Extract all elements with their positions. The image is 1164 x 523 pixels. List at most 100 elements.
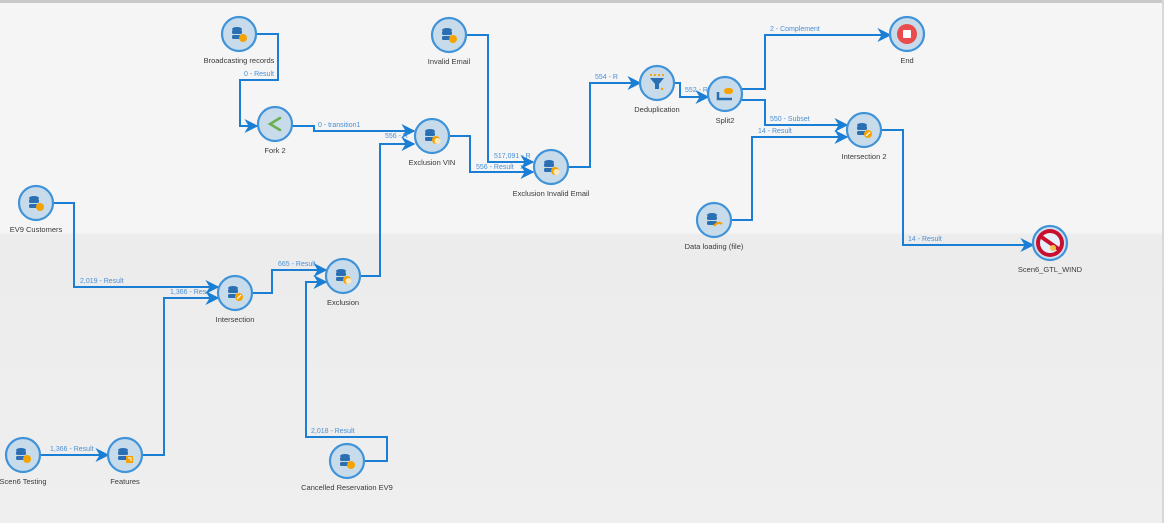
edge-line[interactable] (674, 82, 710, 104)
edge-line[interactable] (239, 33, 279, 133)
edge-label: 14 - Result (908, 236, 942, 243)
node-broadcasting-records[interactable]: Broadcasting records (204, 15, 275, 65)
exclusion-icon (544, 160, 560, 175)
edge-line[interactable] (360, 137, 416, 277)
node-label: Fork 2 (264, 146, 285, 155)
edge-label: 550 - Subset (770, 116, 810, 123)
node-label: Deduplication (634, 105, 679, 114)
exclusion-icon (336, 269, 352, 284)
edge-line[interactable] (568, 76, 642, 168)
edge-label: 2,019 - Result (80, 278, 124, 285)
node-circle[interactable] (256, 105, 294, 143)
query-icon (29, 196, 44, 211)
node-exclusion-vin[interactable]: Exclusion VIN (409, 117, 456, 167)
node-label: Exclusion VIN (409, 158, 456, 167)
edge-ev9-customers-to-intersection[interactable]: 2,019 - Result (53, 202, 220, 294)
edge-line[interactable] (252, 263, 328, 294)
split-icon (716, 88, 733, 101)
node-label: Features (110, 477, 140, 486)
node-label: Exclusion Invalid Email (513, 189, 590, 198)
node-label: Exclusion (327, 298, 359, 307)
edge-line[interactable] (305, 275, 388, 462)
edge-scen6-testing-to-features[interactable]: 1,366 - Result (40, 446, 110, 462)
node-data-loading-file[interactable]: Data loading (file) (685, 201, 744, 251)
edge-invalid-email-to-exclusion-invalid-email[interactable]: 517,091 - R (466, 34, 535, 169)
edge-line[interactable] (731, 130, 849, 221)
edge-label: 517,091 - R (494, 153, 531, 160)
edge-line[interactable] (292, 124, 416, 138)
edge-label: 2,018 - Result (311, 428, 355, 435)
edge-line[interactable] (449, 135, 535, 179)
query-icon (16, 448, 31, 463)
node-label: Scen6_GTL_WIND (1018, 265, 1083, 274)
query-icon (232, 27, 247, 42)
edge-label: 0 - transition1 (318, 122, 361, 129)
node-exclusion[interactable]: Exclusion (324, 257, 362, 307)
edge-label: 2 - Complement (770, 26, 820, 33)
edge-cancelled-reservation-ev9-to-exclusion[interactable]: 2,018 - Result (305, 275, 388, 462)
intersection-icon (228, 286, 243, 301)
node-exclusion-invalid-email[interactable]: Exclusion Invalid Email (513, 148, 590, 198)
edge-label: 556 - R (385, 133, 408, 140)
edge-line[interactable] (466, 34, 535, 169)
end-icon (897, 24, 917, 44)
edge-data-loading-file-to-intersection-2[interactable]: 14 - Result (731, 128, 849, 221)
edge-line[interactable] (742, 99, 849, 132)
node-label: Scen6 Testing (0, 477, 46, 486)
edge-label: 1,366 - Res (170, 289, 207, 296)
edge-features-to-intersection[interactable]: 1,366 - Res (142, 289, 220, 456)
edge-line[interactable] (53, 202, 220, 294)
node-label: Intersection (216, 315, 255, 324)
data-loading-icon (707, 213, 723, 227)
node-label: Split2 (716, 116, 735, 125)
node-deduplication[interactable]: Deduplication (634, 64, 680, 114)
node-ev9-customers[interactable]: EV9 Customers (10, 184, 63, 234)
edge-fork-2-to-exclusion-vin[interactable]: 0 - transition1 (292, 122, 416, 138)
edge-broadcasting-records-to-fork-2[interactable]: 0 - Result (239, 33, 279, 133)
node-scen6-gtl-wind[interactable]: Scen6_GTL_WIND (1018, 224, 1083, 274)
node-label: Invalid Email (428, 57, 471, 66)
edge-label: 665 - Result (278, 261, 316, 268)
node-label: Intersection 2 (841, 152, 886, 161)
node-features[interactable]: Features (106, 436, 144, 486)
enrichment-icon (118, 448, 133, 463)
edge-line[interactable] (142, 291, 220, 456)
edge-label: 0 - Result (244, 71, 274, 78)
stop-delivery-icon (1036, 229, 1064, 257)
node-cancelled-reservation-ev9[interactable]: Cancelled Reservation EV9 (301, 442, 393, 492)
node-circle[interactable] (706, 75, 744, 113)
edge-line[interactable] (742, 28, 892, 90)
node-intersection[interactable]: Intersection (216, 274, 255, 324)
node-invalid-email[interactable]: Invalid Email (428, 16, 471, 66)
edge-exclusion-to-exclusion-vin[interactable]: 556 - R (360, 133, 416, 277)
edge-split2-to-end[interactable]: 2 - Complement (742, 26, 892, 90)
edge-label: 14 - Result (758, 128, 792, 135)
edge-label: 1,366 - Result (50, 446, 94, 453)
node-end[interactable]: End (888, 15, 926, 65)
query-icon (340, 454, 355, 469)
intersection-icon (857, 123, 872, 138)
exclusion-icon (425, 129, 441, 144)
edge-split2-to-intersection-2[interactable]: 550 - Subset (742, 99, 849, 132)
edge-line[interactable] (881, 129, 1035, 252)
node-split2[interactable]: Split2 (706, 75, 744, 125)
node-label: End (900, 56, 913, 65)
edge-exclusion-vin-to-exclusion-invalid-email[interactable]: 556 - Result (449, 135, 535, 179)
edge-label: 552 - R (685, 87, 708, 94)
deduplication-icon (649, 73, 665, 91)
node-label: Cancelled Reservation EV9 (301, 483, 393, 492)
canvas-scrollbar-edge (1162, 0, 1164, 523)
edge-deduplication-to-split2[interactable]: 552 - R (674, 82, 710, 104)
edge-intersection-2-to-scen6-gtl-wind[interactable]: 14 - Result (881, 129, 1035, 252)
edge-exclusion-invalid-email-to-deduplication[interactable]: 554 - R (568, 74, 642, 168)
node-scen6-testing[interactable]: Scen6 Testing (0, 436, 46, 486)
node-intersection-2[interactable]: Intersection 2 (841, 111, 887, 161)
edge-intersection-to-exclusion[interactable]: 665 - Result (252, 261, 328, 294)
node-fork-2[interactable]: Fork 2 (256, 105, 294, 155)
edge-label: 554 - R (595, 74, 618, 81)
edge-label: 556 - Result (476, 164, 514, 171)
query-icon (442, 28, 457, 43)
node-label: Data loading (file) (685, 242, 744, 251)
